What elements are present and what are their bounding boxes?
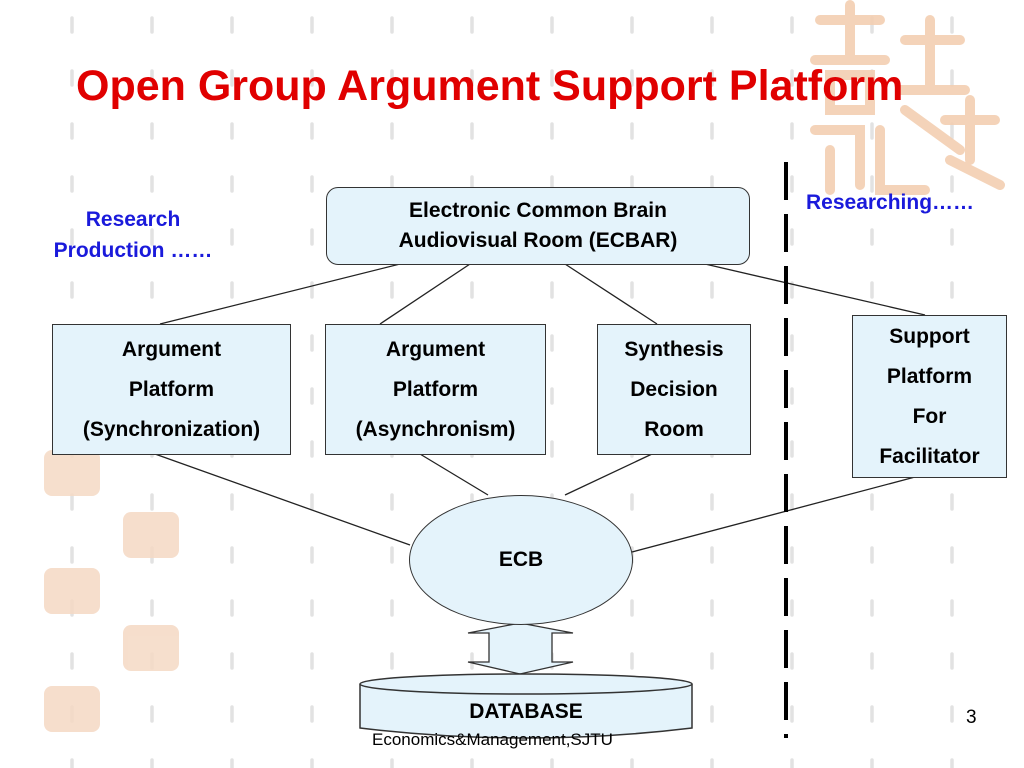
argument-async-box: Argument Platform (Asynchronism): [325, 324, 546, 455]
box-line: (Synchronization): [82, 417, 261, 441]
support-facilitator-box: Support Platform For Facilitator: [852, 315, 1007, 478]
box-line: Argument: [121, 337, 222, 361]
box-line: Platform: [128, 377, 215, 401]
slide-title: Open Group Argument Support Platform: [76, 62, 904, 110]
research-production-label: Research Production ……: [40, 204, 226, 266]
research-label-line2: Production ……: [53, 239, 213, 262]
box-line: Platform: [886, 364, 973, 388]
box-line: Support: [889, 324, 970, 348]
box-line: Synthesis: [624, 337, 724, 361]
box-line: Argument: [385, 337, 486, 361]
ecbar-box: Electronic Common Brain Audiovisual Room…: [326, 187, 750, 265]
database-label: DATABASE: [469, 700, 583, 723]
ecb-ellipse: ECB: [409, 495, 633, 625]
box-line: Room: [644, 417, 704, 441]
research-label-line1: Research: [85, 208, 181, 231]
box-line: Facilitator: [879, 444, 980, 468]
ecbar-line1: Electronic Common Brain: [409, 199, 667, 222]
ecb-label: ECB: [498, 548, 544, 571]
ecbar-line2: Audiovisual Room (ECBAR): [398, 229, 678, 252]
page-number: 3: [966, 707, 977, 728]
double-arrow-icon: [467, 622, 574, 675]
box-line: For: [912, 404, 947, 428]
synthesis-decision-box: Synthesis Decision Room: [597, 324, 751, 455]
box-line: Decision: [630, 377, 718, 401]
footer-text: Economics&Management,SJTU: [372, 730, 613, 749]
database-cylinder: [359, 673, 693, 739]
box-line: Platform: [392, 377, 479, 401]
argument-sync-box: Argument Platform (Synchronization): [52, 324, 291, 455]
box-line: (Asynchronism): [355, 417, 516, 441]
researching-label: Researching……: [806, 191, 975, 214]
